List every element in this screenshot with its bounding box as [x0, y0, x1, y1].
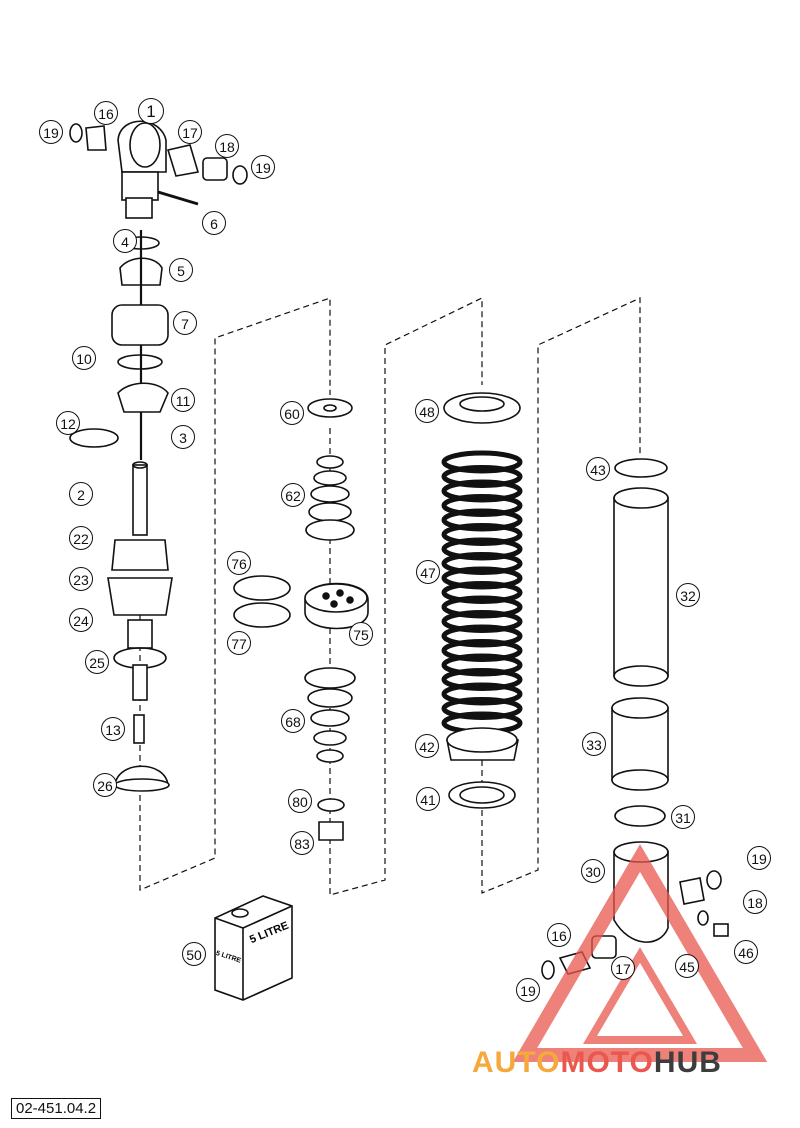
spring-coil-turn — [441, 610, 523, 633]
diagram-code-label: 02-451.04.2 — [11, 1098, 102, 1119]
spring-coil-turn — [441, 450, 523, 474]
oil-can-illustration — [214, 895, 293, 1001]
callout-77: 77 — [227, 631, 251, 655]
callout-43: 43 — [586, 457, 610, 481]
callout-19: 19 — [39, 120, 63, 144]
spring-coil-turn — [441, 653, 523, 677]
callout-3: 3 — [171, 425, 195, 449]
shim-stack-lower — [304, 667, 356, 841]
assembly-boundary-lines — [139, 297, 641, 896]
spring-coil-turn — [441, 682, 523, 706]
callout-41: 41 — [416, 787, 440, 811]
callout-2: 2 — [69, 482, 93, 506]
callout-47: 47 — [416, 560, 440, 584]
spring-coil-turn — [441, 537, 523, 561]
callout-18: 18 — [215, 134, 239, 158]
callout-46: 46 — [734, 940, 758, 964]
watermark-triangle — [512, 844, 768, 1062]
callout-17: 17 — [178, 120, 202, 144]
callout-26: 26 — [93, 773, 117, 797]
brand-hub: HUB — [653, 1046, 722, 1079]
callout-48: 48 — [415, 399, 439, 423]
spring-coil-turn — [441, 668, 523, 691]
piston-rod-assembly — [107, 461, 173, 792]
spring-coil-turn — [441, 508, 523, 532]
callout-12: 12 — [56, 411, 80, 435]
callout-19: 19 — [251, 155, 275, 179]
callout-83: 83 — [290, 831, 314, 855]
callout-80: 80 — [288, 789, 312, 813]
callout-17: 17 — [611, 956, 635, 980]
shim-stack-upper — [305, 398, 355, 541]
callout-11: 11 — [171, 388, 195, 412]
callout-16: 16 — [94, 101, 118, 125]
coil-spring — [441, 450, 523, 735]
callout-30: 30 — [581, 859, 605, 883]
brand-moto: MOTO — [560, 1046, 654, 1079]
callout-19: 19 — [516, 978, 540, 1002]
spring-coil-turn — [441, 566, 523, 590]
spring-coil-turn — [441, 479, 523, 503]
watermark-brand: AUTOMOTOHUB — [472, 1046, 722, 1080]
callout-68: 68 — [281, 709, 305, 733]
spring-coil-turn — [441, 624, 523, 648]
callout-25: 25 — [85, 650, 109, 674]
callout-16: 16 — [547, 923, 571, 947]
spring-coil-turn — [441, 494, 523, 517]
callout-19: 19 — [747, 846, 771, 870]
callout-18: 18 — [743, 890, 767, 914]
brand-auto: AUTO — [472, 1046, 561, 1079]
callout-4: 4 — [113, 229, 137, 253]
spring-coil-turn — [441, 639, 523, 662]
reservoir-assembly — [541, 458, 729, 980]
callout-13: 13 — [101, 717, 125, 741]
top-eye-assembly — [69, 120, 248, 219]
spring-assembly — [441, 392, 523, 809]
callout-75: 75 — [349, 622, 373, 646]
callout-60: 60 — [280, 401, 304, 425]
spring-coil-turn — [441, 552, 523, 575]
callout-5: 5 — [169, 258, 193, 282]
callout-62: 62 — [281, 483, 305, 507]
callout-1: 1 — [138, 98, 164, 124]
callout-24: 24 — [69, 608, 93, 632]
spring-coil-turn — [441, 465, 523, 488]
piston-and-rings — [233, 575, 369, 630]
callout-45: 45 — [675, 954, 699, 978]
callout-10: 10 — [72, 346, 96, 370]
callout-31: 31 — [671, 805, 695, 829]
callout-50: 50 — [182, 942, 206, 966]
callout-32: 32 — [676, 583, 700, 607]
callout-42: 42 — [415, 734, 439, 758]
callout-7: 7 — [173, 311, 197, 335]
callout-22: 22 — [69, 526, 93, 550]
callout-6: 6 — [202, 211, 226, 235]
spring-coil-turn — [441, 697, 523, 720]
spring-coil-turn — [441, 595, 523, 619]
callout-33: 33 — [582, 732, 606, 756]
adjuster-and-rod — [69, 230, 169, 460]
callout-76: 76 — [227, 551, 251, 575]
callout-23: 23 — [69, 567, 93, 591]
spring-coil-turn — [441, 523, 523, 546]
spring-coil-turn — [441, 581, 523, 604]
